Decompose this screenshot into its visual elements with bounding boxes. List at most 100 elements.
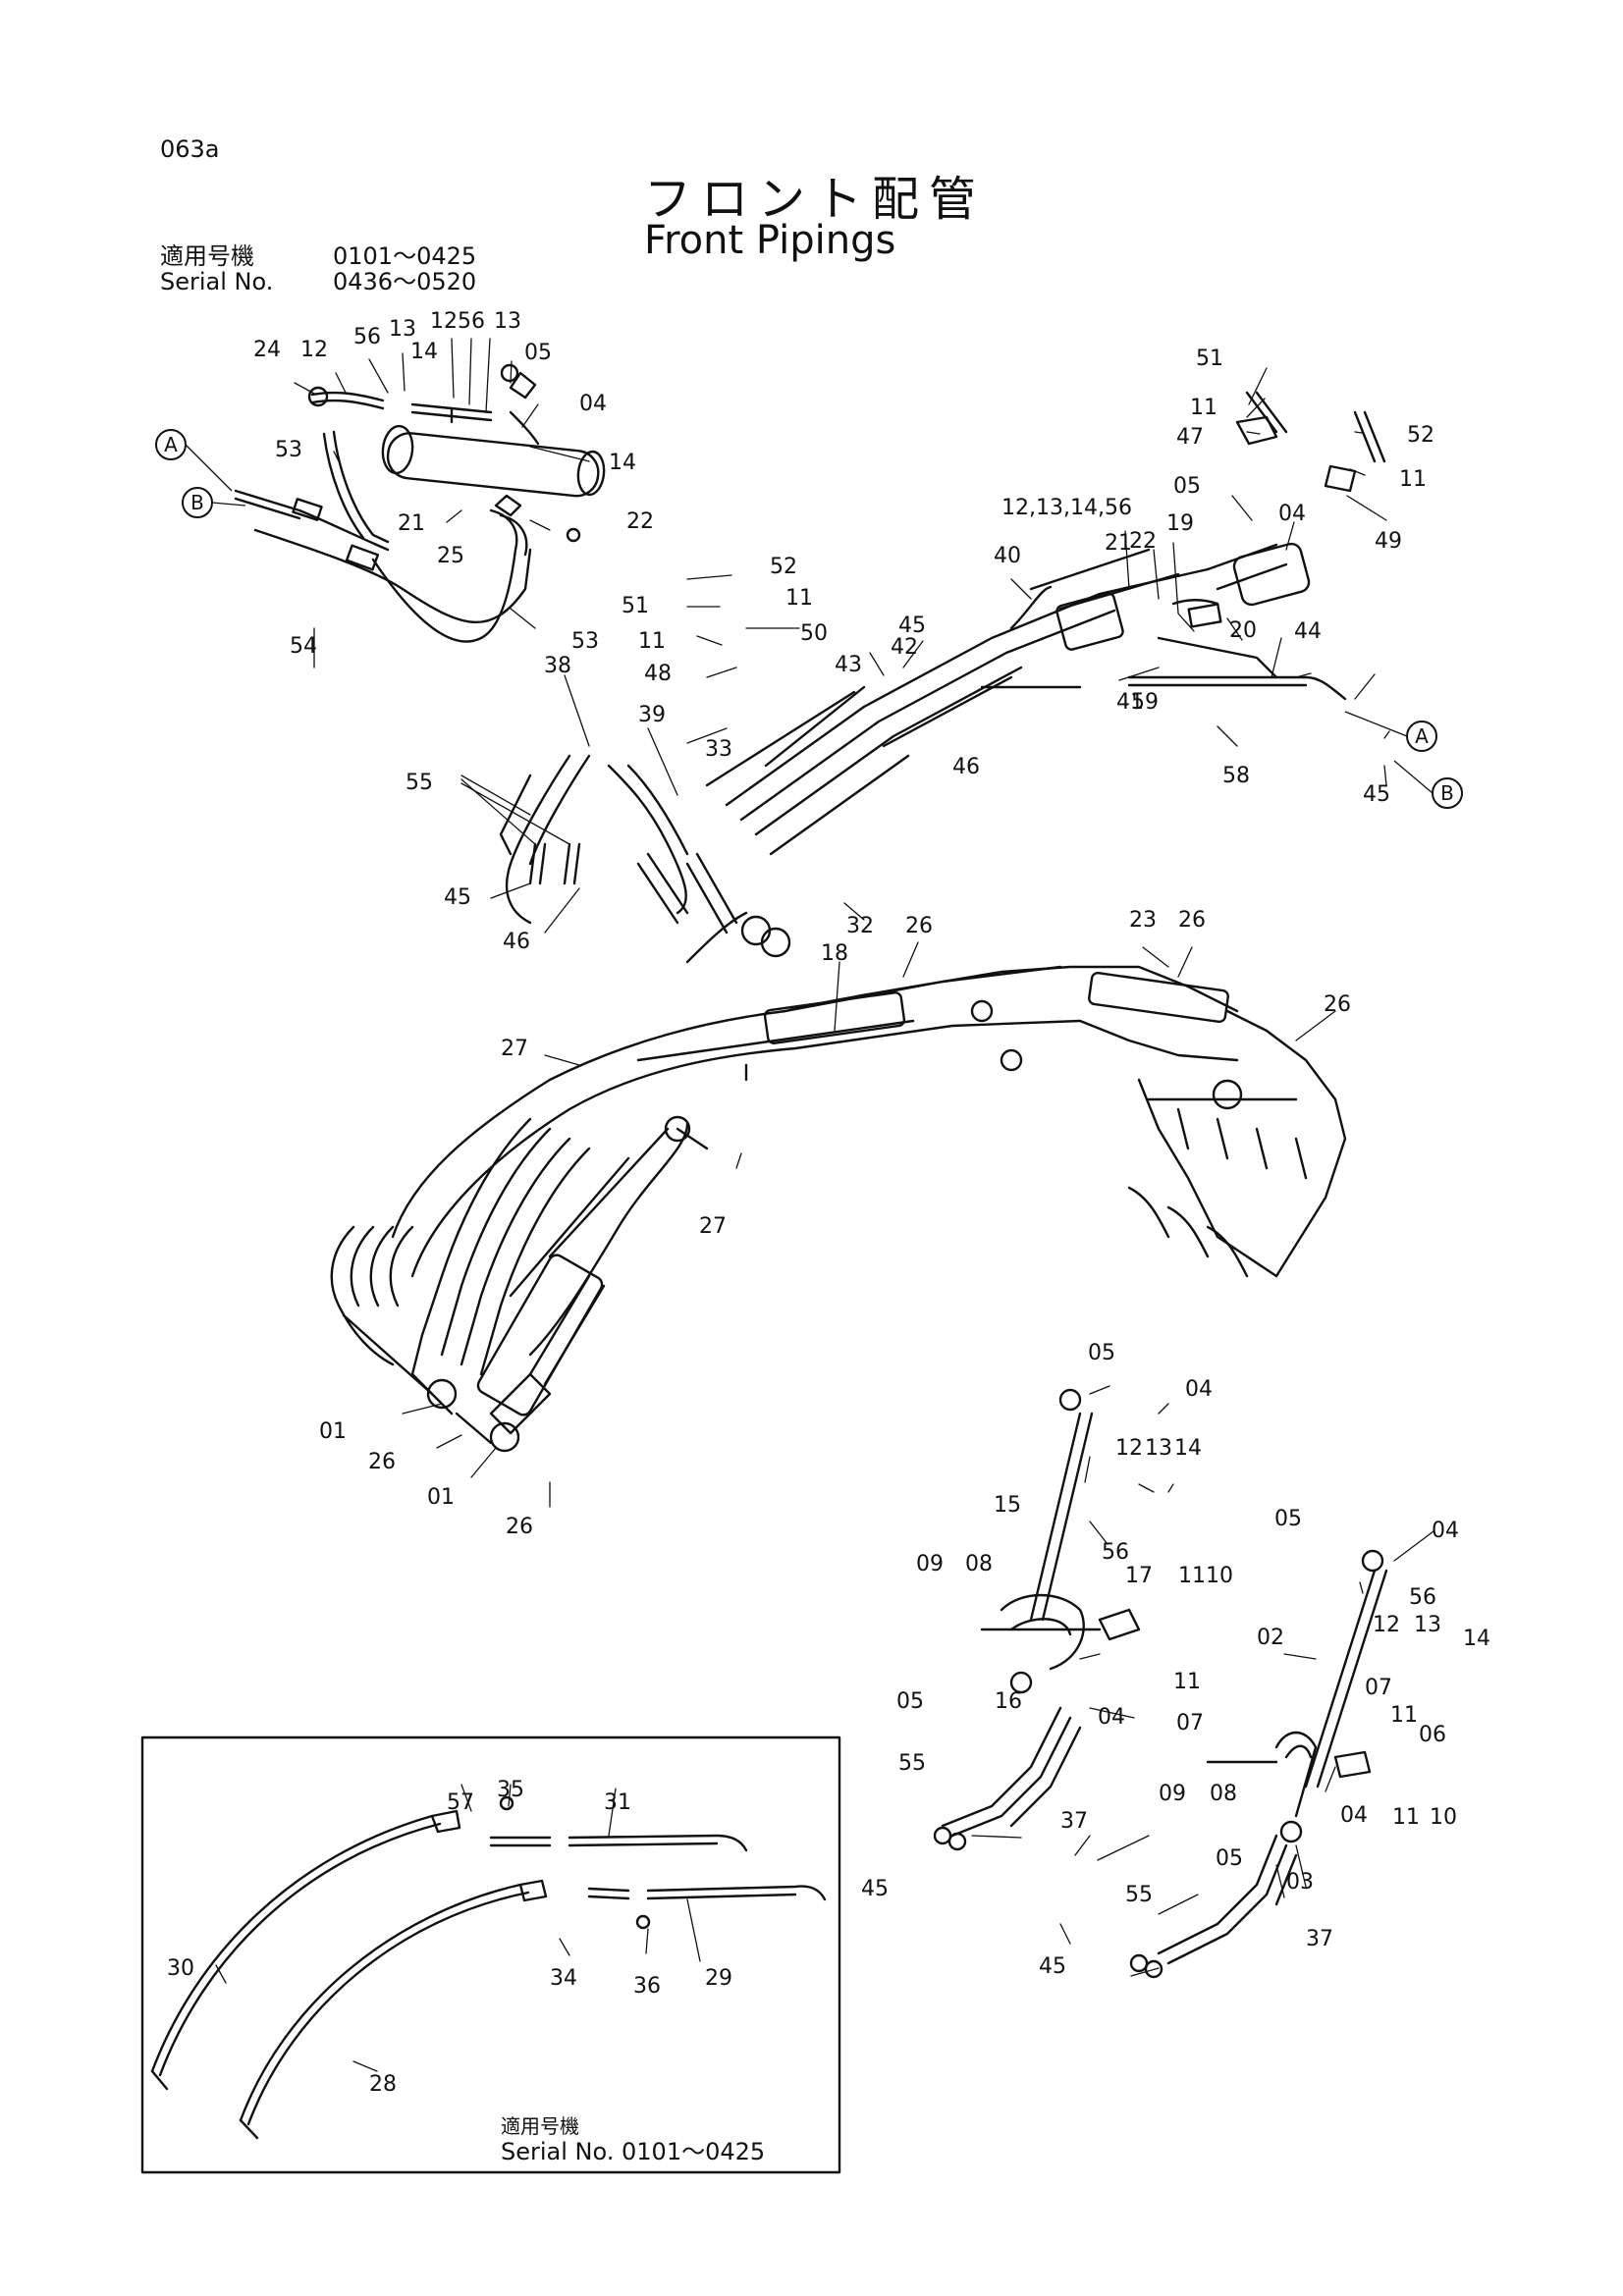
- callout: 26: [1324, 992, 1351, 1017]
- callout: 05: [1173, 474, 1201, 499]
- callout: 28: [369, 2072, 397, 2097]
- callout: 11: [1190, 396, 1217, 420]
- callout: 52: [770, 555, 797, 579]
- callout: 01: [319, 1419, 347, 1444]
- callout: 50: [800, 621, 828, 646]
- callout: 22: [626, 509, 654, 534]
- callout: 12: [1115, 1436, 1143, 1461]
- callout: 07: [1176, 1711, 1204, 1735]
- callout: 48: [644, 662, 672, 686]
- callout-labels: 24 12 56 13 14 12 56 13 05 04 14 53 21 2…: [167, 309, 1490, 2097]
- callout: 26: [368, 1450, 396, 1474]
- callout: 43: [835, 653, 862, 677]
- callout: 12: [1373, 1613, 1400, 1637]
- inset-note-japanese: 適用号機: [501, 2114, 579, 2138]
- callout: 13: [1414, 1613, 1441, 1637]
- callout: 51: [1196, 347, 1223, 371]
- callout: 29: [705, 1966, 732, 1991]
- callout: 19: [1166, 511, 1194, 536]
- callout: 04: [579, 392, 607, 416]
- callout: 17: [1125, 1564, 1153, 1588]
- marker-a-right: A: [1415, 724, 1429, 748]
- top-left-assembly: [234, 363, 606, 643]
- callout: 31: [604, 1790, 631, 1815]
- callout: 33: [705, 737, 732, 762]
- marker-b-left: B: [190, 491, 204, 514]
- callout: 14: [1174, 1436, 1202, 1461]
- callout: 57: [447, 1790, 474, 1815]
- machine-front: [330, 965, 1347, 1453]
- callout: 54: [290, 634, 317, 659]
- callout: 45: [444, 885, 471, 910]
- serial-row-2: Serial No. 0436～0520: [160, 269, 476, 294]
- callout: 11: [1173, 1670, 1201, 1694]
- callout: 46: [952, 755, 980, 779]
- callout: 14: [609, 451, 636, 475]
- callout: 04: [1098, 1705, 1125, 1730]
- callout: 21: [398, 511, 425, 536]
- callout: 36: [633, 1974, 661, 1999]
- callout: 42: [891, 635, 918, 660]
- callout: 13: [494, 309, 521, 334]
- callout: 09: [1159, 1782, 1186, 1806]
- marker-a-left: A: [164, 433, 178, 456]
- serial-range-2: 0436～0520: [333, 268, 477, 295]
- callout: 03: [1286, 1870, 1314, 1895]
- callout: 26: [506, 1515, 533, 1539]
- callout: 45: [861, 1877, 889, 1901]
- callout: 47: [1176, 425, 1204, 450]
- page-title-japanese: フロント配管: [644, 172, 987, 227]
- callout: 35: [497, 1778, 524, 1802]
- callout: 07: [1365, 1676, 1392, 1700]
- callout: 34: [550, 1966, 577, 1991]
- callout: 15: [994, 1493, 1021, 1518]
- callout: 11: [1399, 467, 1427, 492]
- callout: 44: [1294, 619, 1322, 644]
- callout: 58: [1222, 764, 1250, 788]
- callout: 23: [1129, 908, 1157, 933]
- serial-jp-label: 適用号機: [160, 242, 254, 270]
- callout: 49: [1375, 529, 1402, 554]
- callout: 11: [785, 586, 813, 611]
- callout: 45: [1039, 1954, 1066, 1979]
- callout: 53: [275, 438, 302, 462]
- callout: 37: [1306, 1927, 1333, 1951]
- marker-b-right: B: [1440, 781, 1454, 805]
- callout: 26: [1178, 908, 1206, 933]
- callout: 16: [995, 1689, 1022, 1714]
- callout: 11: [1178, 1564, 1206, 1588]
- callout: 56: [458, 309, 485, 334]
- callout: 51: [622, 594, 649, 618]
- callout: 11: [638, 629, 666, 654]
- callout: 02: [1257, 1626, 1284, 1650]
- callout: 30: [167, 1956, 194, 1981]
- callout: 20: [1229, 618, 1257, 643]
- callout: 55: [898, 1751, 926, 1776]
- callout: 18: [821, 941, 848, 966]
- callout: 14: [410, 340, 438, 364]
- callout: 45: [1363, 782, 1390, 807]
- callout: 24: [253, 338, 281, 362]
- callout: 38: [544, 654, 571, 678]
- callout: 08: [1210, 1782, 1237, 1806]
- callout: 04: [1340, 1803, 1368, 1828]
- callout: 39: [638, 703, 666, 727]
- callout: 05: [524, 341, 552, 365]
- callout: 05: [1216, 1846, 1243, 1871]
- callout: 46: [503, 930, 530, 954]
- callout: 27: [501, 1037, 528, 1061]
- callout: 11: [1392, 1805, 1420, 1830]
- callout: 55: [1125, 1883, 1153, 1907]
- callout: 56: [1102, 1540, 1129, 1565]
- callout: 21: [1105, 531, 1132, 556]
- callout: 10: [1430, 1805, 1457, 1830]
- callout: 55: [406, 771, 433, 795]
- callout: 01: [427, 1485, 455, 1510]
- serial-en-label: Serial No.: [160, 268, 274, 295]
- callout: 04: [1185, 1377, 1213, 1402]
- callout: 26: [905, 914, 933, 938]
- lower-right-assembly: [933, 1388, 1388, 1979]
- callout: 53: [571, 629, 599, 654]
